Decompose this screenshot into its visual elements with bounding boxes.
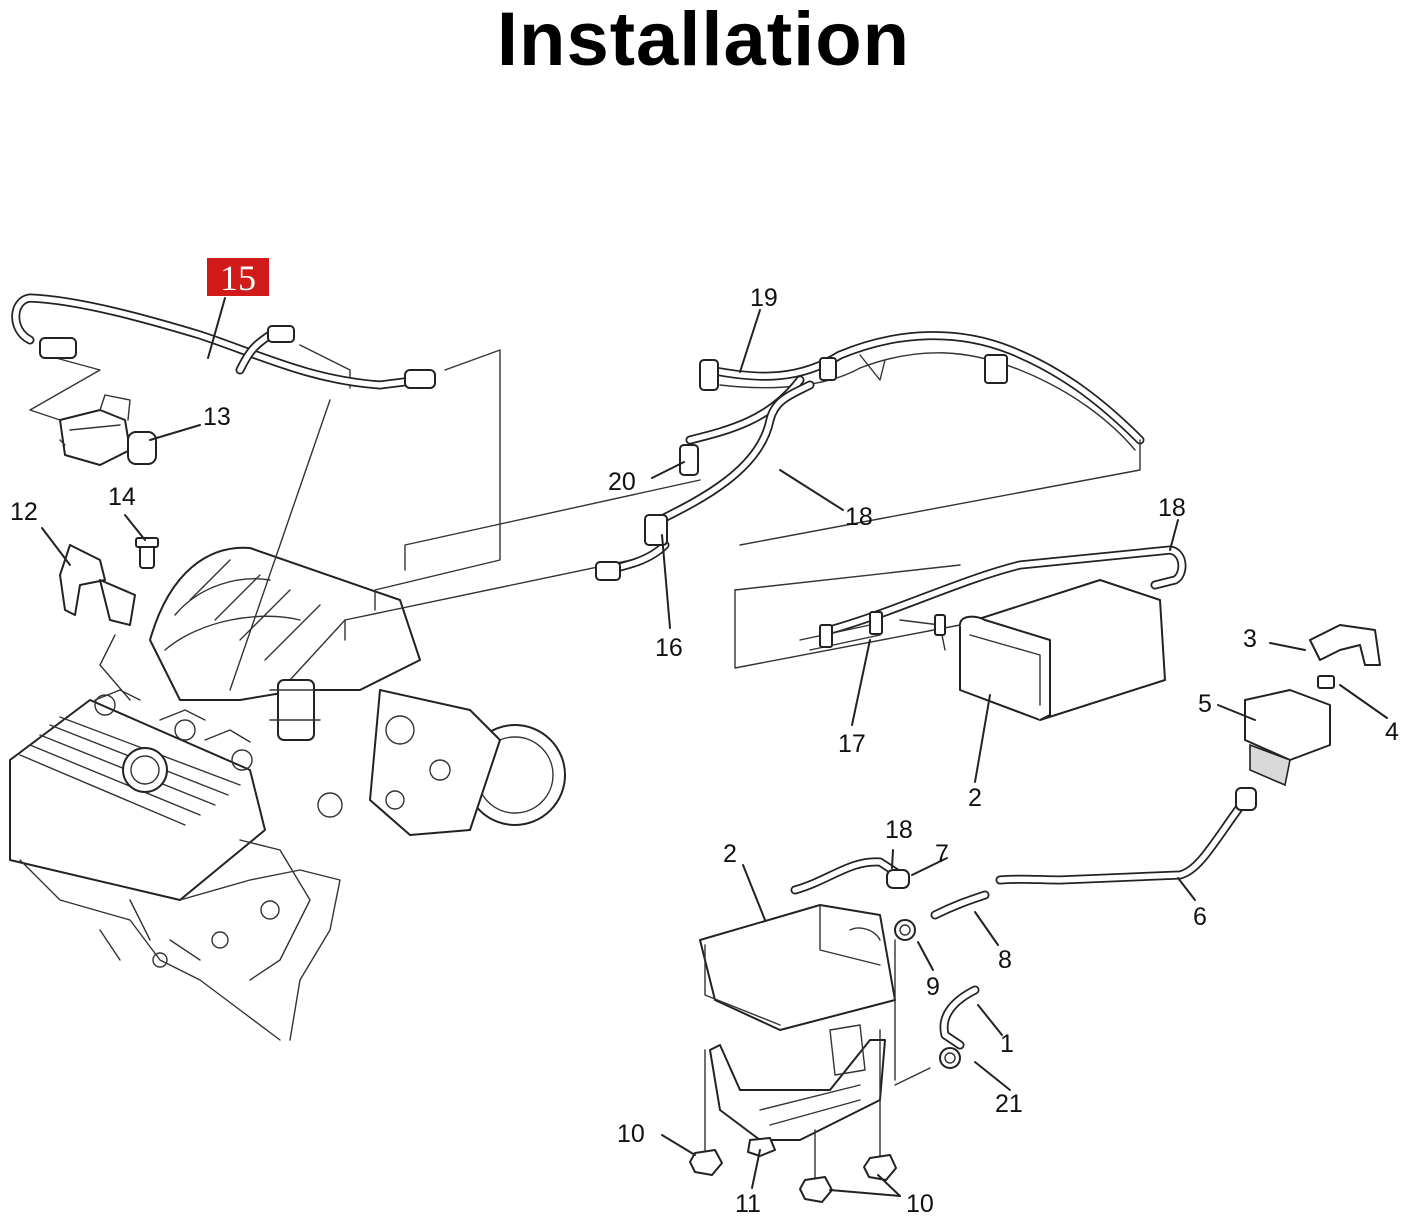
callout-17: 17 [838,730,866,758]
leader-lines [41,297,1388,1197]
part-2-canister-lower [699,904,896,1031]
callout-18-upper: 18 [845,503,873,531]
part-1-elbow [939,985,980,1050]
callout-15-badge [207,258,269,296]
part-9-clamp [894,919,916,941]
callout-7: 7 [935,840,949,868]
callout-19: 19 [750,284,778,312]
callout-2-upper: 2 [968,784,982,812]
part-21-grommet [939,1047,961,1069]
page-title: Installation [496,0,911,82]
callout-16: 16 [655,634,683,662]
callout-10-left: 10 [617,1120,645,1148]
callout-13: 13 [203,403,231,431]
callout-9: 9 [926,973,940,1001]
callout-5: 5 [1198,690,1212,718]
part-2-charcoal-canister [959,579,1166,721]
callout-6: 6 [1193,903,1207,931]
callout-3: 3 [1243,625,1257,653]
part-7-connector [886,869,910,889]
part-18-canister-hose [799,545,1187,651]
part-4-bolt [1317,675,1335,689]
callout-12: 12 [10,498,38,526]
part-20-connector [679,444,699,476]
callout-1: 1 [1000,1030,1014,1058]
callout-10-right: 10 [906,1190,934,1218]
part-10-nut-right [863,1154,897,1181]
part-13-solenoid [59,394,157,466]
part-5-purge-valve [1244,689,1331,787]
part-10-nut-left [689,1149,723,1176]
callout-15: 15 [220,258,256,298]
part-15-vacuum-hose [11,293,436,390]
callout-20: 20 [608,468,636,496]
callout-4: 4 [1385,718,1399,746]
callout-2-lower: 2 [723,840,737,868]
part-11-bracket [709,1024,886,1141]
callout-8: 8 [998,946,1012,974]
part-18-lower-hose [790,857,905,895]
callout-14: 14 [108,483,136,511]
part-16-sensor [595,514,670,581]
part-18-upper-hose [655,375,815,525]
engine-illustration [9,546,566,1041]
part-10-nut-bottom [799,1176,833,1203]
part-11-nut [747,1137,776,1157]
callout-21: 21 [995,1090,1023,1118]
part-8-hose [930,890,990,920]
part-14-bolt [135,537,159,569]
part-6-hose [995,787,1257,885]
callout-18-canister: 18 [1158,494,1186,522]
callout-18-lower: 18 [885,816,913,844]
callout-11: 11 [735,1190,761,1218]
callout-15-highlight: 15 [207,258,269,298]
part-3-bracket [1309,624,1381,666]
part-12-bracket [59,544,136,626]
